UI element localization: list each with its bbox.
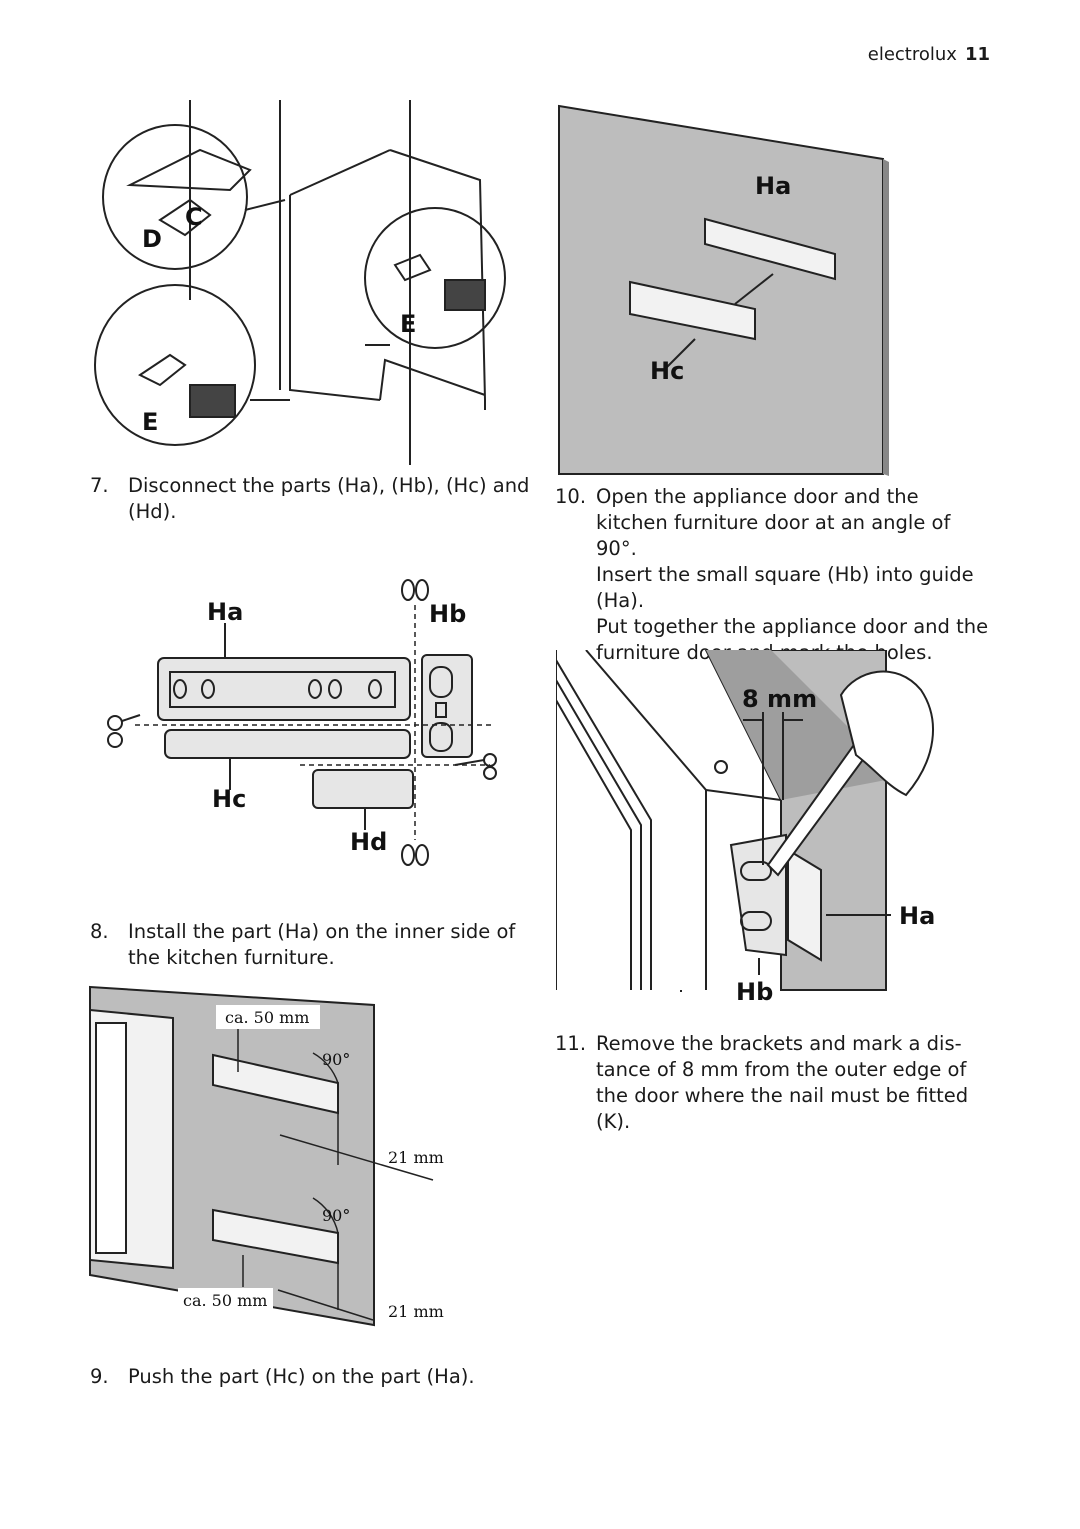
step-7-text: Disconnect the parts (Ha), (Hb), (Hc) an…: [128, 474, 530, 523]
label-ha: Ha: [899, 902, 935, 930]
label-e-bottom: E: [142, 408, 158, 436]
label-mm-bottom: 21 mm: [388, 1302, 444, 1321]
label-ha: Ha: [755, 172, 791, 200]
step-10-number: 10.: [555, 485, 587, 508]
figure-disconnect-hinge: C D E E: [94, 100, 506, 465]
label-hc: Hc: [212, 785, 246, 813]
figure-parts-ha-hb-hc-hd: Ha Hb Hc Hd: [107, 579, 497, 866]
figure-install-ha: ca. 50 mm 90° 21 mm 90° ca. 50 mm 21 mm: [89, 985, 444, 1327]
label-c: C: [185, 203, 203, 231]
label-ha: Ha: [207, 598, 243, 626]
brand-name: electrolux: [867, 44, 957, 65]
step-8-number: 8.: [90, 920, 109, 943]
label-8mm: 8 mm: [742, 685, 817, 713]
step-7-number: 7.: [90, 474, 109, 497]
label-hb: Hb: [736, 978, 773, 1006]
label-dist-top: ca. 50 mm: [225, 1008, 309, 1027]
step-10-paragraph-1: Open the appliance door and the kitchen …: [596, 485, 951, 560]
label-dist-bottom: ca. 50 mm: [183, 1291, 267, 1310]
label-mm-top: 21 mm: [388, 1148, 444, 1167]
label-angle-bottom: 90°: [322, 1206, 350, 1225]
step-10-paragraph-2: Insert the small square (Hb) into guide …: [596, 563, 974, 612]
page-header: electrolux 11: [868, 44, 990, 65]
figure-mark-holes: 8 mm Ha Hb: [556, 650, 935, 1006]
figure-push-hc-on-ha: Ha Hc: [558, 104, 889, 476]
label-d: D: [142, 225, 162, 253]
label-hd: Hd: [350, 828, 387, 856]
label-e-top: E: [400, 310, 416, 338]
step-11-text: Remove the brackets and mark a dis- tanc…: [596, 1032, 969, 1133]
step-8-text: Install the part (Ha) on the inner side …: [128, 920, 516, 969]
step-11-number: 11.: [555, 1032, 587, 1055]
step-9-number: 9.: [90, 1365, 109, 1388]
step-9-text: Push the part (Hc) on the part (Ha).: [128, 1365, 475, 1388]
label-hc: Hc: [650, 357, 684, 385]
label-angle-top: 90°: [322, 1050, 350, 1069]
label-hb: Hb: [429, 600, 466, 628]
page-number: 11: [964, 44, 990, 65]
